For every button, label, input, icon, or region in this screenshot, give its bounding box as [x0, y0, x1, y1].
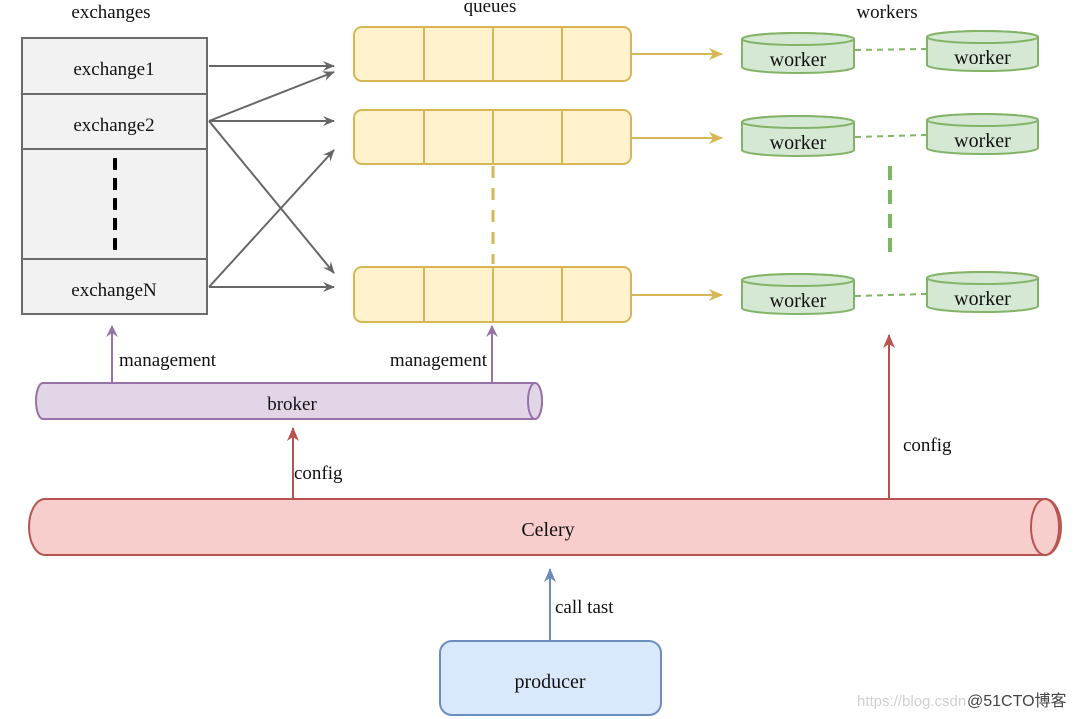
producer-node: producer: [439, 640, 662, 716]
celery-end-cap: [1030, 498, 1060, 556]
worker-node: worker: [926, 30, 1039, 72]
route-exchange2-queueN: [208, 120, 335, 274]
queues-title: queues: [464, 0, 517, 17]
worker-label: worker: [770, 49, 827, 71]
worker-cylinder-top: [926, 113, 1039, 127]
config-label-workers: config: [903, 435, 952, 456]
exchange-2-label: exchange2: [73, 115, 154, 136]
worker-link-dashed: [854, 293, 927, 297]
producer-box: [439, 640, 662, 716]
worker-label: worker: [770, 290, 827, 312]
exchanges-stack: exchange1 exchange2 exchangeN: [21, 37, 208, 315]
broker-label: broker: [267, 394, 317, 415]
exchanges-container: [21, 37, 208, 315]
watermark-url: https://blog.csdn: [857, 693, 966, 710]
worker-node: worker: [926, 271, 1039, 313]
worker-label: worker: [954, 130, 1011, 152]
config-label-broker: config: [294, 463, 343, 484]
celery-cylinder: Celery: [28, 498, 1062, 556]
worker-node: worker: [741, 273, 855, 315]
worker-node: worker: [926, 113, 1039, 155]
worker-label: worker: [954, 288, 1011, 310]
worker-link-dashed: [854, 134, 927, 138]
worker-cylinder-top: [741, 115, 855, 129]
queue-1: [353, 26, 632, 82]
watermark-brand: @51CTO博客: [967, 692, 1067, 710]
producer-label: producer: [514, 671, 585, 693]
worker-node: worker: [741, 32, 855, 74]
exchange-1-label: exchange1: [73, 59, 154, 80]
worker-node: worker: [741, 115, 855, 157]
workers-title: workers: [856, 2, 917, 23]
broker-cylinder: broker: [35, 382, 543, 420]
call-task-label: call tast: [555, 597, 614, 618]
worker-cylinder-top: [926, 271, 1039, 285]
workers-grid: worker worker worker worker worker worker: [741, 30, 1039, 315]
worker-label: worker: [954, 47, 1011, 69]
celery-label: Celery: [521, 519, 574, 541]
broker-end-cap: [527, 382, 543, 420]
exchange-n-label: exchangeN: [71, 280, 157, 301]
route-exchangeN-queue2: [208, 149, 335, 288]
route-exchange2-queue1: [208, 71, 335, 122]
management-label-left: management: [119, 350, 217, 371]
queue-n: [353, 266, 632, 323]
exchanges-title: exchanges: [71, 2, 150, 23]
worker-link-dashed: [854, 48, 927, 51]
worker-label: worker: [770, 132, 827, 154]
routing-arrows: [208, 61, 335, 292]
worker-cylinder-top: [741, 32, 855, 46]
worker-cylinder-top: [926, 30, 1039, 44]
management-label-right: management: [390, 350, 488, 371]
worker-cylinder-top: [741, 273, 855, 287]
queue-2: [353, 109, 632, 165]
